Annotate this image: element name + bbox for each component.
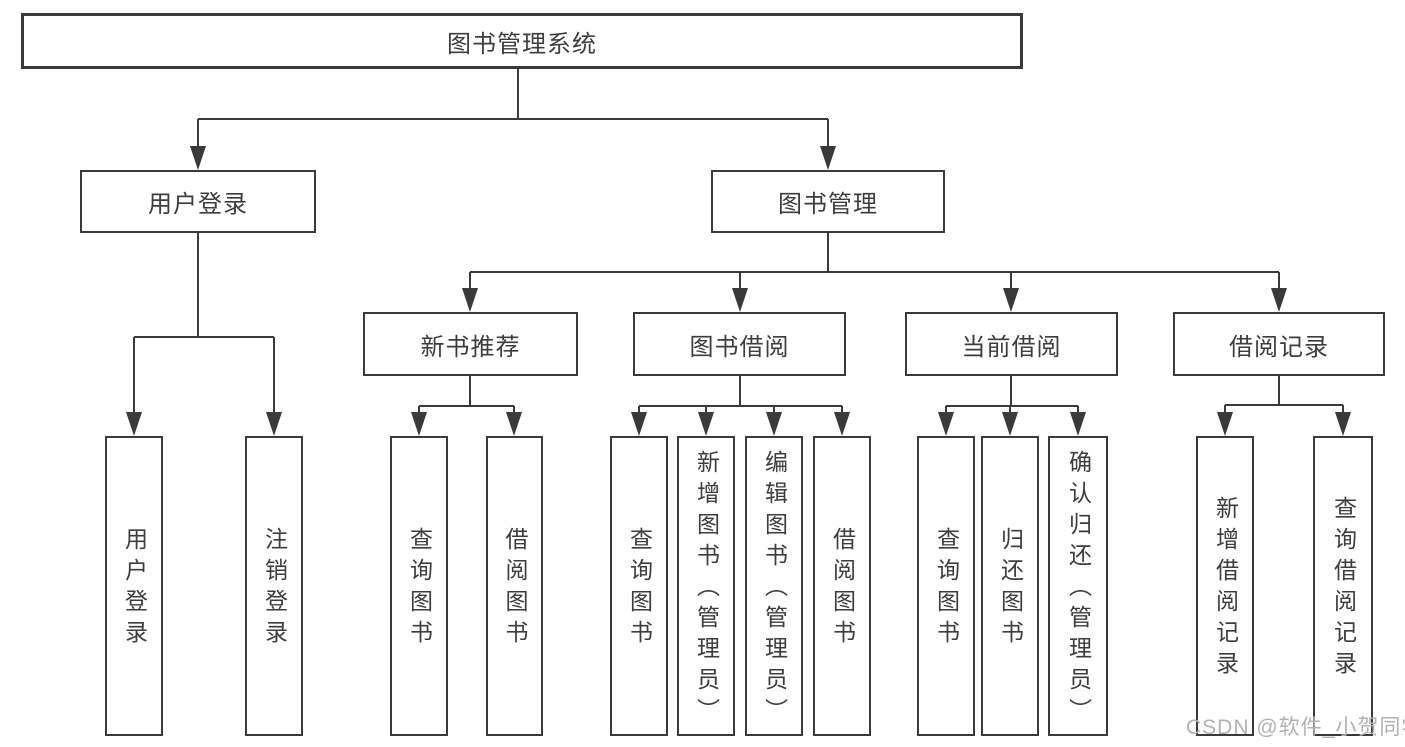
edge-book-management-children <box>462 233 1287 312</box>
edge-borrowing-records-children <box>1217 376 1351 436</box>
leaf-user-login: 用户登录 <box>105 436 163 736</box>
node-user-login: 用户登录 <box>80 170 316 233</box>
edge-current-borrowing-children <box>938 376 1086 436</box>
arrowhead <box>834 412 850 436</box>
node-book-management: 图书管理 <box>711 170 945 233</box>
arrowhead <box>190 146 206 170</box>
edge-user-login-children <box>126 233 282 436</box>
leaf-confirm-return-admin: 确认归还（管理员） <box>1048 436 1108 736</box>
arrowhead <box>1002 412 1018 436</box>
node-current-borrowing: 当前借阅 <box>905 312 1118 376</box>
arrowhead <box>820 146 836 170</box>
node-book-borrowing: 图书借阅 <box>633 312 846 376</box>
arrowhead <box>266 412 282 436</box>
leaf-borrow-books-borrowing: 借阅图书 <box>813 436 871 736</box>
edge-root-children <box>190 69 836 170</box>
leaf-query-books-borrowing: 查询图书 <box>610 436 668 736</box>
arrowhead <box>1070 412 1086 436</box>
arrowhead <box>506 412 522 436</box>
leaf-logout: 注销登录 <box>245 436 303 736</box>
arrowhead <box>938 412 954 436</box>
arrowhead <box>1003 288 1019 312</box>
node-new-book-recommend: 新书推荐 <box>363 312 578 376</box>
leaf-edit-books-admin: 编辑图书（管理员） <box>745 436 803 736</box>
csdn-watermark: CSDN @软件_小贺同学 <box>1186 716 1405 739</box>
node-library-system: 图书管理系统 <box>21 13 1023 69</box>
leaf-return-books: 归还图书 <box>981 436 1039 736</box>
arrowhead <box>126 412 142 436</box>
arrowhead <box>462 288 478 312</box>
leaf-add-borrow-record: 新增借阅记录 <box>1196 436 1254 736</box>
arrowhead <box>698 412 714 436</box>
node-borrowing-records: 借阅记录 <box>1173 312 1385 376</box>
leaf-borrow-books-recommend: 借阅图书 <box>486 436 543 736</box>
arrowhead <box>631 412 647 436</box>
leaf-query-books-recommend: 查询图书 <box>390 436 448 736</box>
edge-new-book-recommend-children <box>411 376 522 436</box>
arrowhead <box>732 288 748 312</box>
arrowhead <box>1217 412 1233 436</box>
arrowhead <box>1271 288 1287 312</box>
leaf-query-books-current: 查询图书 <box>917 436 975 736</box>
arrowhead <box>411 412 427 436</box>
edge-book-borrowing-children <box>631 376 850 436</box>
leaf-query-borrow-record: 查询借阅记录 <box>1313 436 1373 736</box>
arrowhead <box>766 412 782 436</box>
leaf-add-books-admin: 新增图书（管理员） <box>677 436 735 736</box>
arrowhead <box>1335 412 1351 436</box>
